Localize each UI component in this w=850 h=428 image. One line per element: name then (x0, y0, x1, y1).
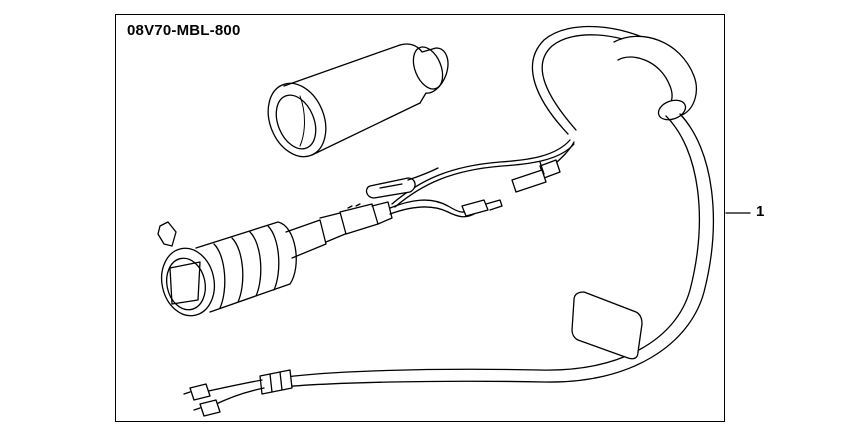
callout-label-1: 1 (756, 203, 765, 220)
wire-harness-upper (389, 139, 575, 218)
wire-ends (183, 379, 265, 417)
socket-body (157, 211, 351, 317)
adhesive-pad (571, 291, 643, 360)
cap-sleeve (267, 43, 449, 158)
diagram-frame (115, 14, 725, 422)
ring-terminal (511, 141, 575, 193)
connector-block (339, 201, 393, 235)
part-number-label: 08V70-MBL-800 (127, 22, 241, 39)
main-cable (259, 25, 714, 395)
fuse-holder (365, 167, 439, 199)
